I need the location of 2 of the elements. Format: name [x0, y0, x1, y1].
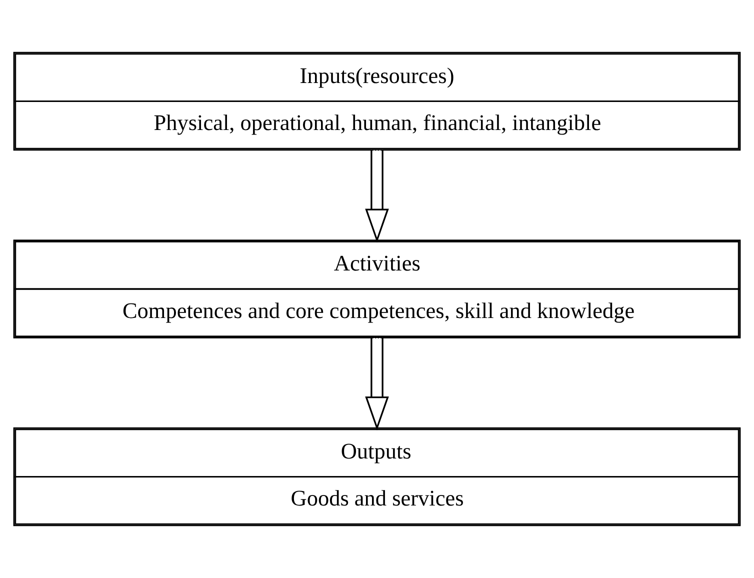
- arrow: [365, 338, 389, 430]
- arrow: [365, 150, 389, 243]
